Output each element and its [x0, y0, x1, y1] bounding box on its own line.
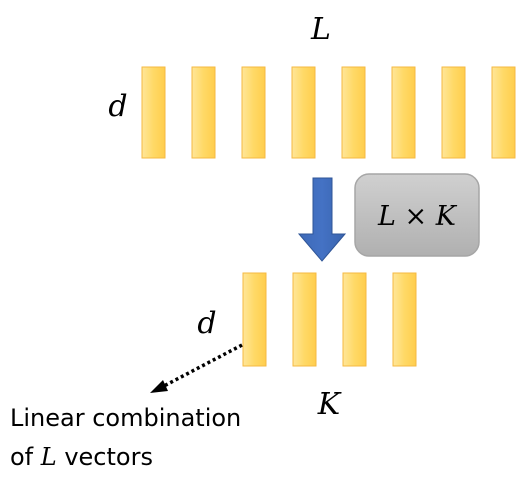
top-length-label: L: [310, 12, 331, 47]
bottom-vector-bar-1: [242, 272, 267, 367]
top-vector-row: [141, 66, 516, 159]
top-vector-bar-5: [341, 66, 366, 159]
top-vector-bar-6: [391, 66, 416, 159]
down-arrow-icon: [297, 177, 347, 262]
top-vector-bar-2: [191, 66, 216, 159]
top-vector-bar-8: [491, 66, 516, 159]
caption-line-2-var: L: [40, 443, 57, 471]
transform-label: L × K: [377, 201, 458, 232]
dotted-arrow-head-icon: [150, 380, 168, 393]
top-vector-bar-1: [141, 66, 166, 159]
caption-line-2-prefix: of: [10, 443, 41, 471]
bottom-length-label: K: [317, 387, 342, 422]
caption-line-2-suffix: vectors: [57, 443, 153, 471]
bottom-vector-bar-4: [392, 272, 417, 367]
caption-line-1: Linear combination: [10, 404, 241, 432]
dotted-arrow-line: [161, 343, 243, 389]
top-dim-label: d: [108, 89, 127, 124]
top-vector-bar-7: [441, 66, 466, 159]
top-vector-bar-4: [291, 66, 316, 159]
caption-line-2: of L vectors: [10, 443, 153, 471]
bottom-vector-bar-3: [342, 272, 367, 367]
bottom-vector-bar-2: [292, 272, 317, 367]
top-vector-bar-3: [241, 66, 266, 159]
bottom-dim-label: d: [197, 306, 216, 341]
bottom-vector-row: [242, 272, 417, 367]
transform-box: [354, 173, 480, 257]
